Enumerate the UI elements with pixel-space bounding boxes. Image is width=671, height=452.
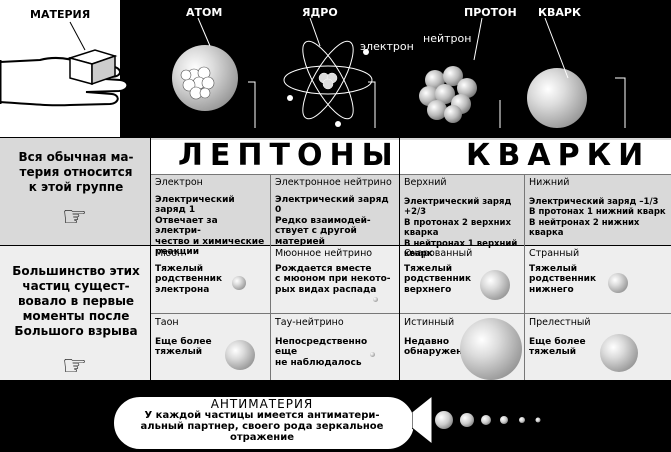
cell-text: Еще более тяжелый — [155, 336, 212, 358]
label-kvark: КВАРК — [538, 6, 581, 19]
cell-title: Истинный — [404, 317, 455, 328]
rule-col1 — [150, 137, 151, 380]
muon-neutrino-dot — [373, 297, 378, 302]
pointing-hand-icon: ☞ — [62, 349, 88, 382]
cell-text: Тяжелый родственник нижнего — [529, 263, 597, 295]
hand-holding-cube-icon — [0, 49, 129, 107]
proton-cluster — [419, 66, 477, 123]
cell-text: Еще более тяжелый — [529, 336, 586, 358]
bottom-ball — [600, 334, 638, 372]
connector-lines — [197, 17, 626, 128]
rule-group — [150, 174, 671, 175]
antimatter-text: У каждой частицы имеется антиматери- аль… — [140, 410, 384, 443]
cell-title: Электрон — [155, 177, 203, 188]
label-proton: ПРОТОН — [464, 6, 517, 19]
label-neitron: нейтрон — [423, 32, 472, 45]
cell-text: Тяжелый родственник верхнего — [404, 263, 472, 295]
charm-ball — [480, 270, 510, 300]
row-early-bg — [0, 245, 671, 380]
cell-bottom: Прелестный Еще более тяжелый — [525, 316, 671, 380]
pointing-hand-icon: ☞ — [62, 200, 88, 233]
row-early-label: Большинство этих частиц сущест- вовало в… — [12, 264, 140, 338]
cell-text: Непосредственно еще не наблюдалось — [275, 336, 368, 368]
cell-down: Нижний Электрический заряд –1/3 В протон… — [525, 176, 671, 245]
cell-text: Электрический заряд 1 Отвечает за электр… — [155, 194, 265, 258]
group-header-bg — [150, 140, 671, 174]
rule-col3 — [399, 137, 400, 380]
cell-text: Недавно обнаружен — [404, 336, 463, 358]
cell-title: Верхний — [404, 177, 447, 188]
cell-title: Мюонное нейтрино — [275, 248, 373, 259]
heading-kvarki: КВАРКИ — [466, 138, 651, 173]
cell-muon: Мюон Тяжелый родственник электрона — [151, 247, 270, 313]
rule-lower — [150, 313, 671, 314]
cell-text: Электрический заряд +2/3 В протонах 2 ве… — [404, 196, 518, 260]
antimatter-bubble — [112, 395, 416, 451]
cell-title: Прелестный — [529, 317, 591, 328]
cell-title: Странный — [529, 248, 580, 259]
cell-title: Очарованный — [404, 248, 473, 259]
cell-text: Электрический заряд 0 Редко взаимодей- с… — [275, 194, 389, 247]
muon-ball — [232, 276, 246, 290]
top-ball — [460, 318, 522, 380]
cell-title: Электронное нейтрино — [275, 177, 392, 188]
rule-bottom — [0, 380, 671, 381]
nucleus-orbits — [283, 40, 373, 127]
quark-ball — [527, 68, 587, 128]
atom-nucleus — [180, 66, 215, 100]
cell-title: Тау-нейтрино — [275, 317, 344, 328]
materia-pointer — [69, 21, 86, 51]
cell-charm: Очарованный Тяжелый родственник верхнего — [400, 247, 524, 313]
rule-col4 — [524, 174, 525, 380]
antimatter-title: АНТИМАТЕРИЯ — [210, 397, 314, 411]
label-atom: АТОМ — [186, 6, 223, 19]
rule-top — [0, 137, 671, 138]
cell-up: Верхний Электрический заряд +2/3 В прото… — [400, 176, 524, 259]
cell-title: Нижний — [529, 177, 570, 188]
cell-title: Мюон — [155, 248, 184, 259]
cell-tau: Таон Еще более тяжелый — [151, 316, 270, 380]
cell-text: Рождается вместе с мюоном при некото- ры… — [275, 263, 391, 295]
cell-muon-neutrino: Мюонное нейтрино Рождается вместе с мюон… — [271, 247, 399, 313]
cell-title: Таон — [155, 317, 179, 328]
label-materia: МАТЕРИЯ — [30, 8, 91, 21]
cell-electron: Электрон Электрический заряд 1 Отвечает … — [151, 176, 270, 257]
cell-electron-neutrino: Электронное нейтрино Электрический заряд… — [271, 176, 399, 247]
cell-top: Истинный Недавно обнаружен — [400, 316, 524, 380]
label-elektron: электрон — [360, 40, 414, 53]
tau-neutrino-dot — [370, 352, 375, 357]
label-yadro: ЯДРО — [302, 6, 338, 19]
strange-ball — [608, 273, 628, 293]
cell-strange: Странный Тяжелый родственник нижнего — [525, 247, 671, 313]
cell-text: Тяжелый родственник электрона — [155, 263, 223, 295]
tau-ball — [225, 340, 255, 370]
heading-leptony: ЛЕПТОНЫ — [178, 138, 400, 173]
cell-text: Электрический заряд –1/3 В протонах 1 ни… — [529, 196, 666, 239]
antimatter-particles — [412, 394, 541, 446]
rule-col2 — [270, 174, 271, 380]
cell-tau-neutrino: Тау-нейтрино Непосредственно еще не набл… — [271, 316, 399, 380]
rule-mid — [0, 245, 671, 246]
row-ordinary-label: Вся обычная ма- терия относится к этой г… — [18, 150, 134, 194]
